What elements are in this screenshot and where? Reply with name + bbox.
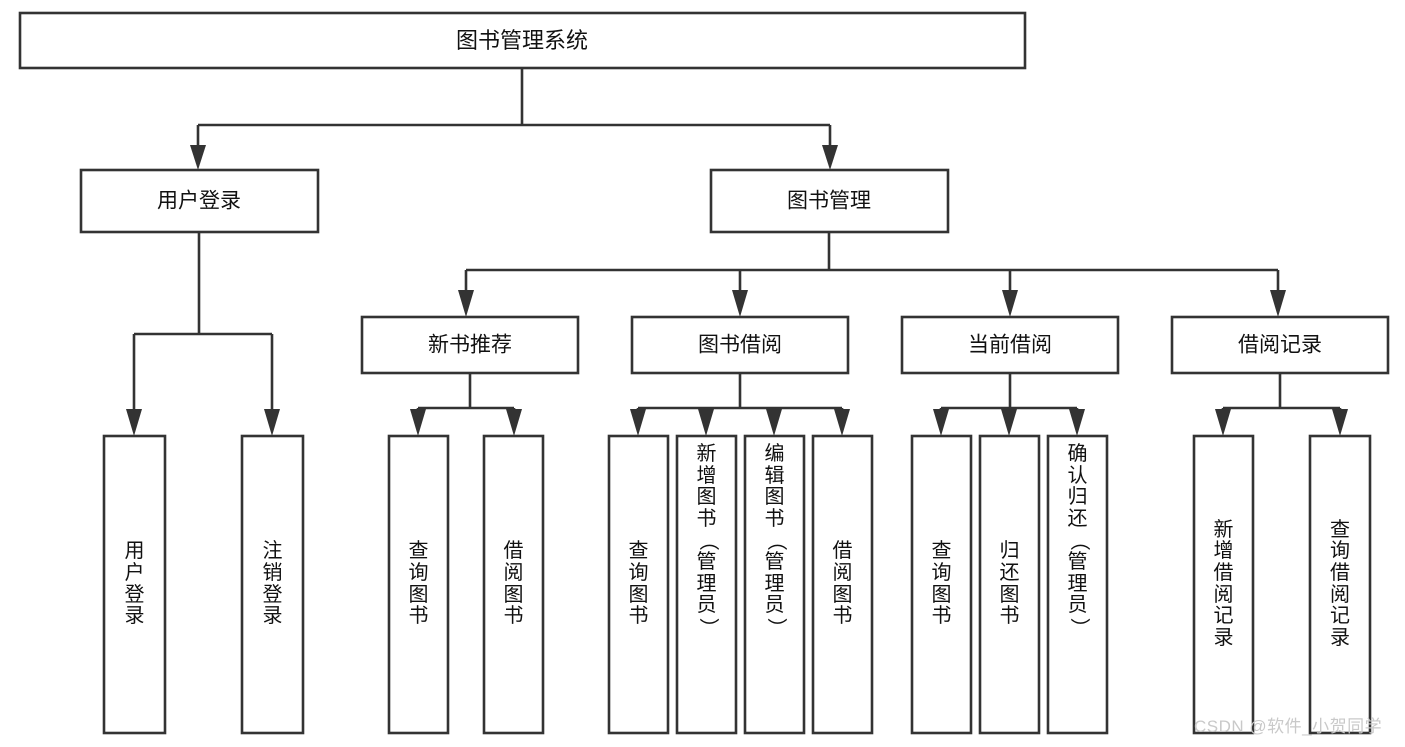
node-book-manage[interactable]: 图书管理 <box>709 168 950 234</box>
node-current-borrow-label: 当前借阅 <box>968 334 1052 357</box>
node-current-borrow-box[interactable] <box>900 315 1120 375</box>
leaf-box-borrow-book-2[interactable] <box>811 434 874 735</box>
arrow-currentborrow-leaf1 <box>933 409 949 436</box>
node-book-borrow-label: 图书借阅 <box>698 334 782 357</box>
arrow-bookborrow-leaf2 <box>698 409 714 436</box>
leaf-box-user-logout[interactable] <box>240 434 305 735</box>
arrow-currentborrow-leaf3 <box>1069 409 1085 436</box>
node-borrow-record[interactable]: 借阅记录 <box>1170 315 1390 375</box>
node-book-borrow-box[interactable] <box>630 315 850 375</box>
node-root-box[interactable] <box>18 11 1027 70</box>
node-root-label: 图书管理系统 <box>456 28 588 53</box>
arrow-newbook-leaf2 <box>506 409 522 436</box>
arrow-userlogin-leaf2 <box>264 409 280 436</box>
arrow-newbook-leaf1 <box>410 409 426 436</box>
leaf-box-add-record[interactable] <box>1192 434 1255 735</box>
arrow-currentborrow-leaf2 <box>1001 409 1017 436</box>
leaf-box-confirm-return[interactable] <box>1046 434 1109 735</box>
leaf-box-query-book-1[interactable] <box>387 434 450 735</box>
leaf-box-return-book[interactable] <box>978 434 1041 735</box>
arrow-userlogin-leaf1 <box>126 409 142 436</box>
node-borrow-record-box[interactable] <box>1170 315 1390 375</box>
node-new-book-rec-label: 新书推荐 <box>428 334 512 357</box>
leaf-box-add-book[interactable] <box>675 434 738 735</box>
node-book-borrow[interactable]: 图书借阅 <box>630 315 850 375</box>
arrow-bm-to-borrowrecord <box>1270 290 1286 317</box>
arrow-bookborrow-leaf4 <box>834 409 850 436</box>
arrow-root-to-userlogin <box>190 145 206 170</box>
arrow-bookborrow-leaf3 <box>766 409 782 436</box>
node-user-login[interactable]: 用户登录 <box>79 168 320 234</box>
node-user-login-label: 用户登录 <box>157 190 241 213</box>
arrow-bm-to-newbook <box>458 290 474 317</box>
node-current-borrow[interactable]: 当前借阅 <box>900 315 1120 375</box>
arrow-bm-to-currentborrow <box>1002 290 1018 317</box>
arrow-borrowrecord-leaf1 <box>1215 409 1231 436</box>
leaf-box-user-login[interactable] <box>102 434 167 735</box>
arrow-bm-to-bookborrow <box>732 290 748 317</box>
node-book-manage-label: 图书管理 <box>787 190 871 213</box>
leaf-box-query-record[interactable] <box>1308 434 1372 735</box>
leaf-box-edit-book[interactable] <box>743 434 806 735</box>
arrow-borrowrecord-leaf2 <box>1332 409 1348 436</box>
arrow-bookborrow-leaf1 <box>630 409 646 436</box>
leaf-box-borrow-book-1[interactable] <box>482 434 545 735</box>
leaf-box-query-book-3[interactable] <box>910 434 973 735</box>
node-borrow-record-label: 借阅记录 <box>1238 334 1322 357</box>
node-new-book-rec[interactable]: 新书推荐 <box>360 315 580 375</box>
node-root[interactable]: 图书管理系统 <box>18 11 1027 70</box>
node-new-book-rec-box[interactable] <box>360 315 580 375</box>
arrow-root-to-bookmanage <box>822 145 838 170</box>
leaf-box-query-book-2[interactable] <box>607 434 670 735</box>
node-book-manage-box[interactable] <box>709 168 950 234</box>
